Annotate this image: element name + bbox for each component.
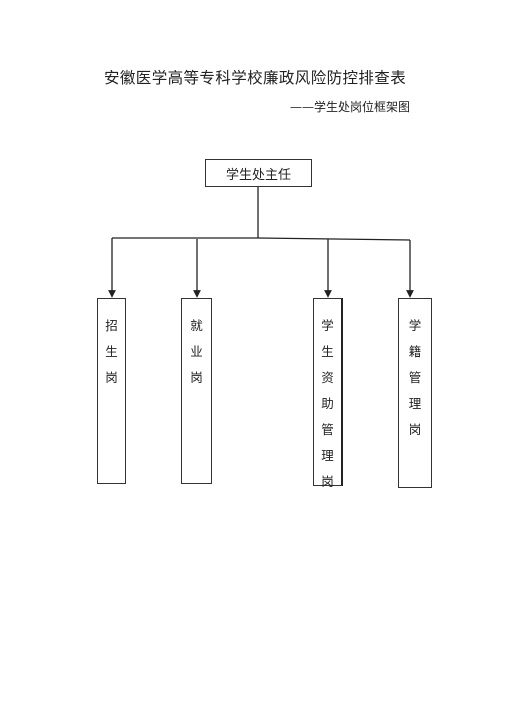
org-child-label-char: 理 [321, 448, 334, 463]
org-child-label-char: 学 [408, 318, 422, 333]
org-root-box: 学生处主任 [205, 159, 312, 187]
document-subtitle: ——学生处岗位框架图 [290, 100, 411, 114]
org-child-label-char: 理 [408, 396, 422, 411]
org-child-label-char: 管 [321, 422, 334, 437]
org-child-label-char: 生 [321, 344, 334, 359]
org-child-label-char: 资 [321, 370, 334, 385]
org-child-box-admissions: 招生岗 [97, 298, 126, 484]
org-child-label-char: 就 [190, 318, 203, 333]
org-child-label-char: 岗 [105, 370, 118, 385]
org-child-label-char: 籍 [408, 344, 422, 359]
org-child-label-char: 业 [190, 344, 203, 359]
org-child-label-char: 学 [321, 318, 334, 333]
org-child-box-registrar: 学籍管理岗 [398, 298, 432, 488]
org-root-label: 学生处主任 [225, 167, 291, 183]
org-child-label-char: 助 [321, 396, 334, 411]
org-child-label-char: 管 [408, 370, 422, 385]
org-child-label-char: 招 [105, 318, 118, 333]
org-child-label-char: 生 [105, 344, 118, 359]
org-child-label-char: 岗 [408, 422, 422, 437]
document-title: 安徽医学高等专科学校廉政风险防控排查表 [104, 69, 407, 87]
branch-bar [112, 237, 411, 241]
org-child-label-char: 岗 [321, 474, 334, 489]
org-child-box-employment: 就业岗 [181, 298, 212, 484]
org-child-box-financial-aid: 学生资助管理岗 [313, 298, 343, 489]
org-child-label-char: 岗 [190, 370, 203, 385]
